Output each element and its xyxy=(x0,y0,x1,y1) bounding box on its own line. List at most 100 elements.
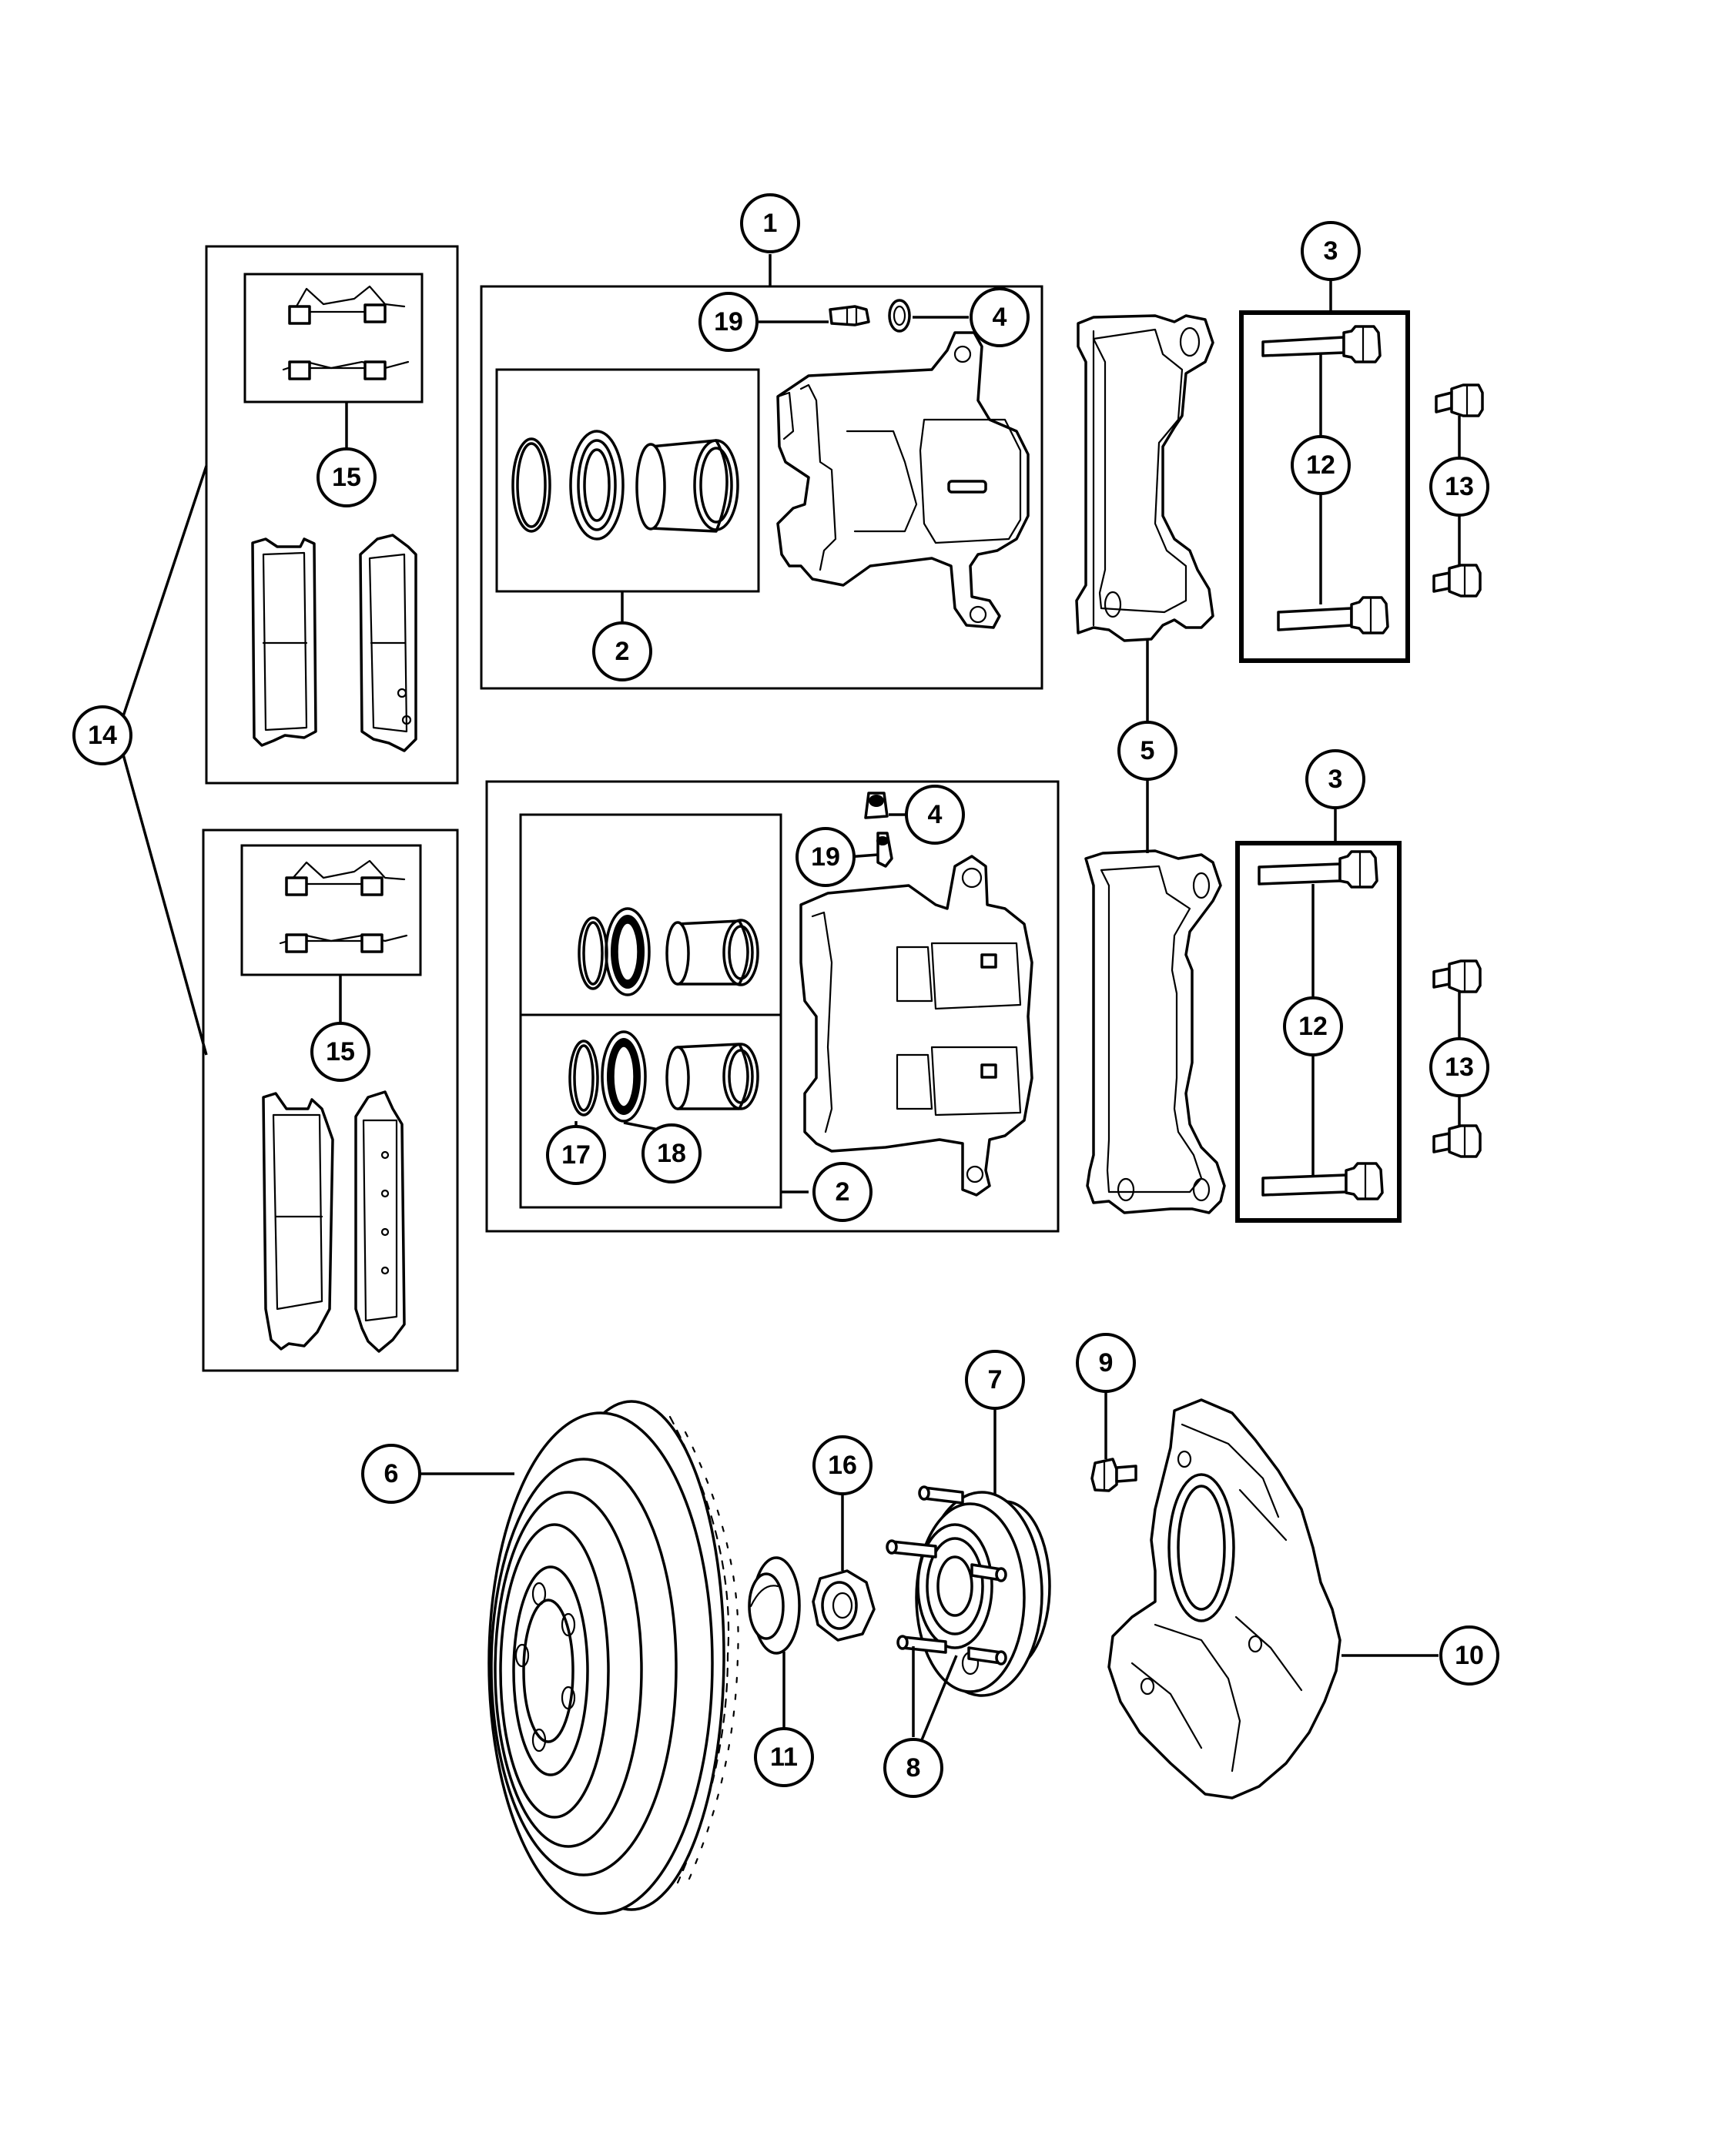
brake-pad-inner-lower xyxy=(262,1092,334,1351)
adapter-bolt-upper-a xyxy=(1435,383,1484,417)
callout-label: 2 xyxy=(836,1177,850,1207)
piston-seal-lower-a xyxy=(578,916,608,990)
hub-bearing xyxy=(915,1491,1051,1697)
callout-12-upper: 12 xyxy=(1291,435,1351,495)
wheel-stud-3 xyxy=(970,1563,1007,1582)
callout-label: 17 xyxy=(561,1140,591,1170)
bleeder-cap-upper xyxy=(888,299,911,333)
callout-15-upper: 15 xyxy=(317,447,377,507)
brake-pad-kit-lower xyxy=(202,829,459,1372)
callout-label: 19 xyxy=(811,842,840,872)
splash-shield-bolt xyxy=(1090,1458,1137,1492)
callout-label: 3 xyxy=(1324,236,1338,266)
callout-label: 7 xyxy=(988,1365,1003,1394)
callout-label: 1 xyxy=(763,209,778,238)
brake-pad-inner-upper xyxy=(251,537,317,747)
callout-11: 11 xyxy=(754,1727,814,1787)
caliper-body-lower xyxy=(799,855,1033,1197)
callout-label: 13 xyxy=(1445,1053,1474,1082)
pad-clip-lower-2 xyxy=(279,933,408,953)
callout-3-lower: 3 xyxy=(1305,749,1365,809)
callout-4-upper: 4 xyxy=(970,287,1030,347)
piston-boot-lower-a xyxy=(605,907,651,996)
splash-shield xyxy=(1107,1398,1341,1799)
wheel-stud-5 xyxy=(967,1646,1007,1666)
callout-17: 17 xyxy=(546,1125,606,1185)
callout-13-upper: 13 xyxy=(1429,457,1489,517)
callout-2-upper: 2 xyxy=(592,621,652,681)
callout-2-lower: 2 xyxy=(812,1162,873,1222)
callout-18: 18 xyxy=(641,1123,702,1183)
wheel-stud-1 xyxy=(918,1485,964,1505)
caliper-assembly-upper xyxy=(480,285,1043,690)
callout-6: 6 xyxy=(361,1444,421,1504)
callout-label: 9 xyxy=(1099,1348,1114,1378)
callout-5: 5 xyxy=(1117,721,1177,781)
callout-label: 3 xyxy=(1328,765,1343,794)
bleeder-screw-lower xyxy=(876,832,893,868)
pad-clip-upper-1 xyxy=(288,285,406,325)
pad-clip-upper-2 xyxy=(282,360,410,380)
callout-label: 12 xyxy=(1298,1012,1328,1041)
wheel-stud-2 xyxy=(886,1539,937,1558)
callout-15-lower: 15 xyxy=(310,1022,370,1082)
adapter-bolt-lower-b xyxy=(1432,1124,1482,1158)
piston-seal-upper xyxy=(511,437,551,533)
callout-label: 8 xyxy=(906,1753,921,1783)
callout-label: 15 xyxy=(326,1037,355,1066)
callout-label: 6 xyxy=(384,1459,399,1488)
callout-19-upper: 19 xyxy=(698,292,759,352)
adapter-bolt-upper-b xyxy=(1432,564,1482,598)
callout-label: 4 xyxy=(993,303,1007,332)
callout-12-lower: 12 xyxy=(1283,996,1343,1056)
callout-label: 16 xyxy=(828,1451,857,1480)
callout-label: 18 xyxy=(657,1139,686,1168)
pad-clip-lower-1 xyxy=(285,859,406,896)
callout-3-upper: 3 xyxy=(1301,221,1361,281)
callout-label: 11 xyxy=(770,1743,798,1772)
piston-boot-upper xyxy=(569,430,625,541)
grease-cap xyxy=(748,1556,801,1655)
caliper-body-upper xyxy=(776,331,1030,629)
guide-pin-kit-upper xyxy=(1239,310,1410,663)
piston-seal-lower-b xyxy=(568,1040,599,1116)
guide-pin-kit-lower xyxy=(1235,841,1402,1223)
piston-boot-lower-b xyxy=(601,1030,647,1123)
hub-nut xyxy=(812,1569,876,1642)
guide-pin-lower-a xyxy=(1258,850,1378,889)
bleeder-cap-lower xyxy=(864,792,889,819)
piston-upper xyxy=(635,439,739,533)
brake-pad-outer-upper xyxy=(359,534,417,752)
callout-label: 2 xyxy=(615,637,630,666)
brake-rotor xyxy=(487,1400,739,1915)
callout-8: 8 xyxy=(883,1738,943,1798)
callout-14: 14 xyxy=(72,705,132,765)
guide-pin-lower-b xyxy=(1261,1162,1384,1200)
callout-16: 16 xyxy=(812,1435,873,1495)
caliper-assembly-lower xyxy=(485,780,1060,1233)
callout-label: 4 xyxy=(928,800,943,829)
callout-9: 9 xyxy=(1076,1333,1136,1393)
callout-label: 5 xyxy=(1141,736,1155,765)
bleeder-screw-upper xyxy=(829,305,870,326)
guide-pin-upper-a xyxy=(1261,325,1382,363)
brake-pad-outer-lower xyxy=(354,1090,406,1353)
callout-label: 13 xyxy=(1445,472,1474,501)
callout-7: 7 xyxy=(965,1350,1025,1410)
callout-label: 10 xyxy=(1455,1641,1484,1670)
brake-pad-kit-upper xyxy=(205,245,459,785)
guide-pin-upper-b xyxy=(1277,596,1389,634)
piston-lower-b xyxy=(665,1043,759,1110)
callout-10: 10 xyxy=(1439,1625,1499,1686)
caliper-adapter-upper xyxy=(1075,314,1214,642)
wheel-stud-4 xyxy=(896,1635,947,1654)
callout-label: 14 xyxy=(88,721,117,750)
callout-19-lower: 19 xyxy=(796,827,856,887)
callout-label: 15 xyxy=(332,463,361,492)
piston-lower-a xyxy=(665,919,759,986)
callout-1: 1 xyxy=(740,193,800,253)
caliper-adapter-lower xyxy=(1084,849,1226,1214)
callout-label: 12 xyxy=(1306,450,1335,480)
callout-4-lower: 4 xyxy=(905,785,965,845)
